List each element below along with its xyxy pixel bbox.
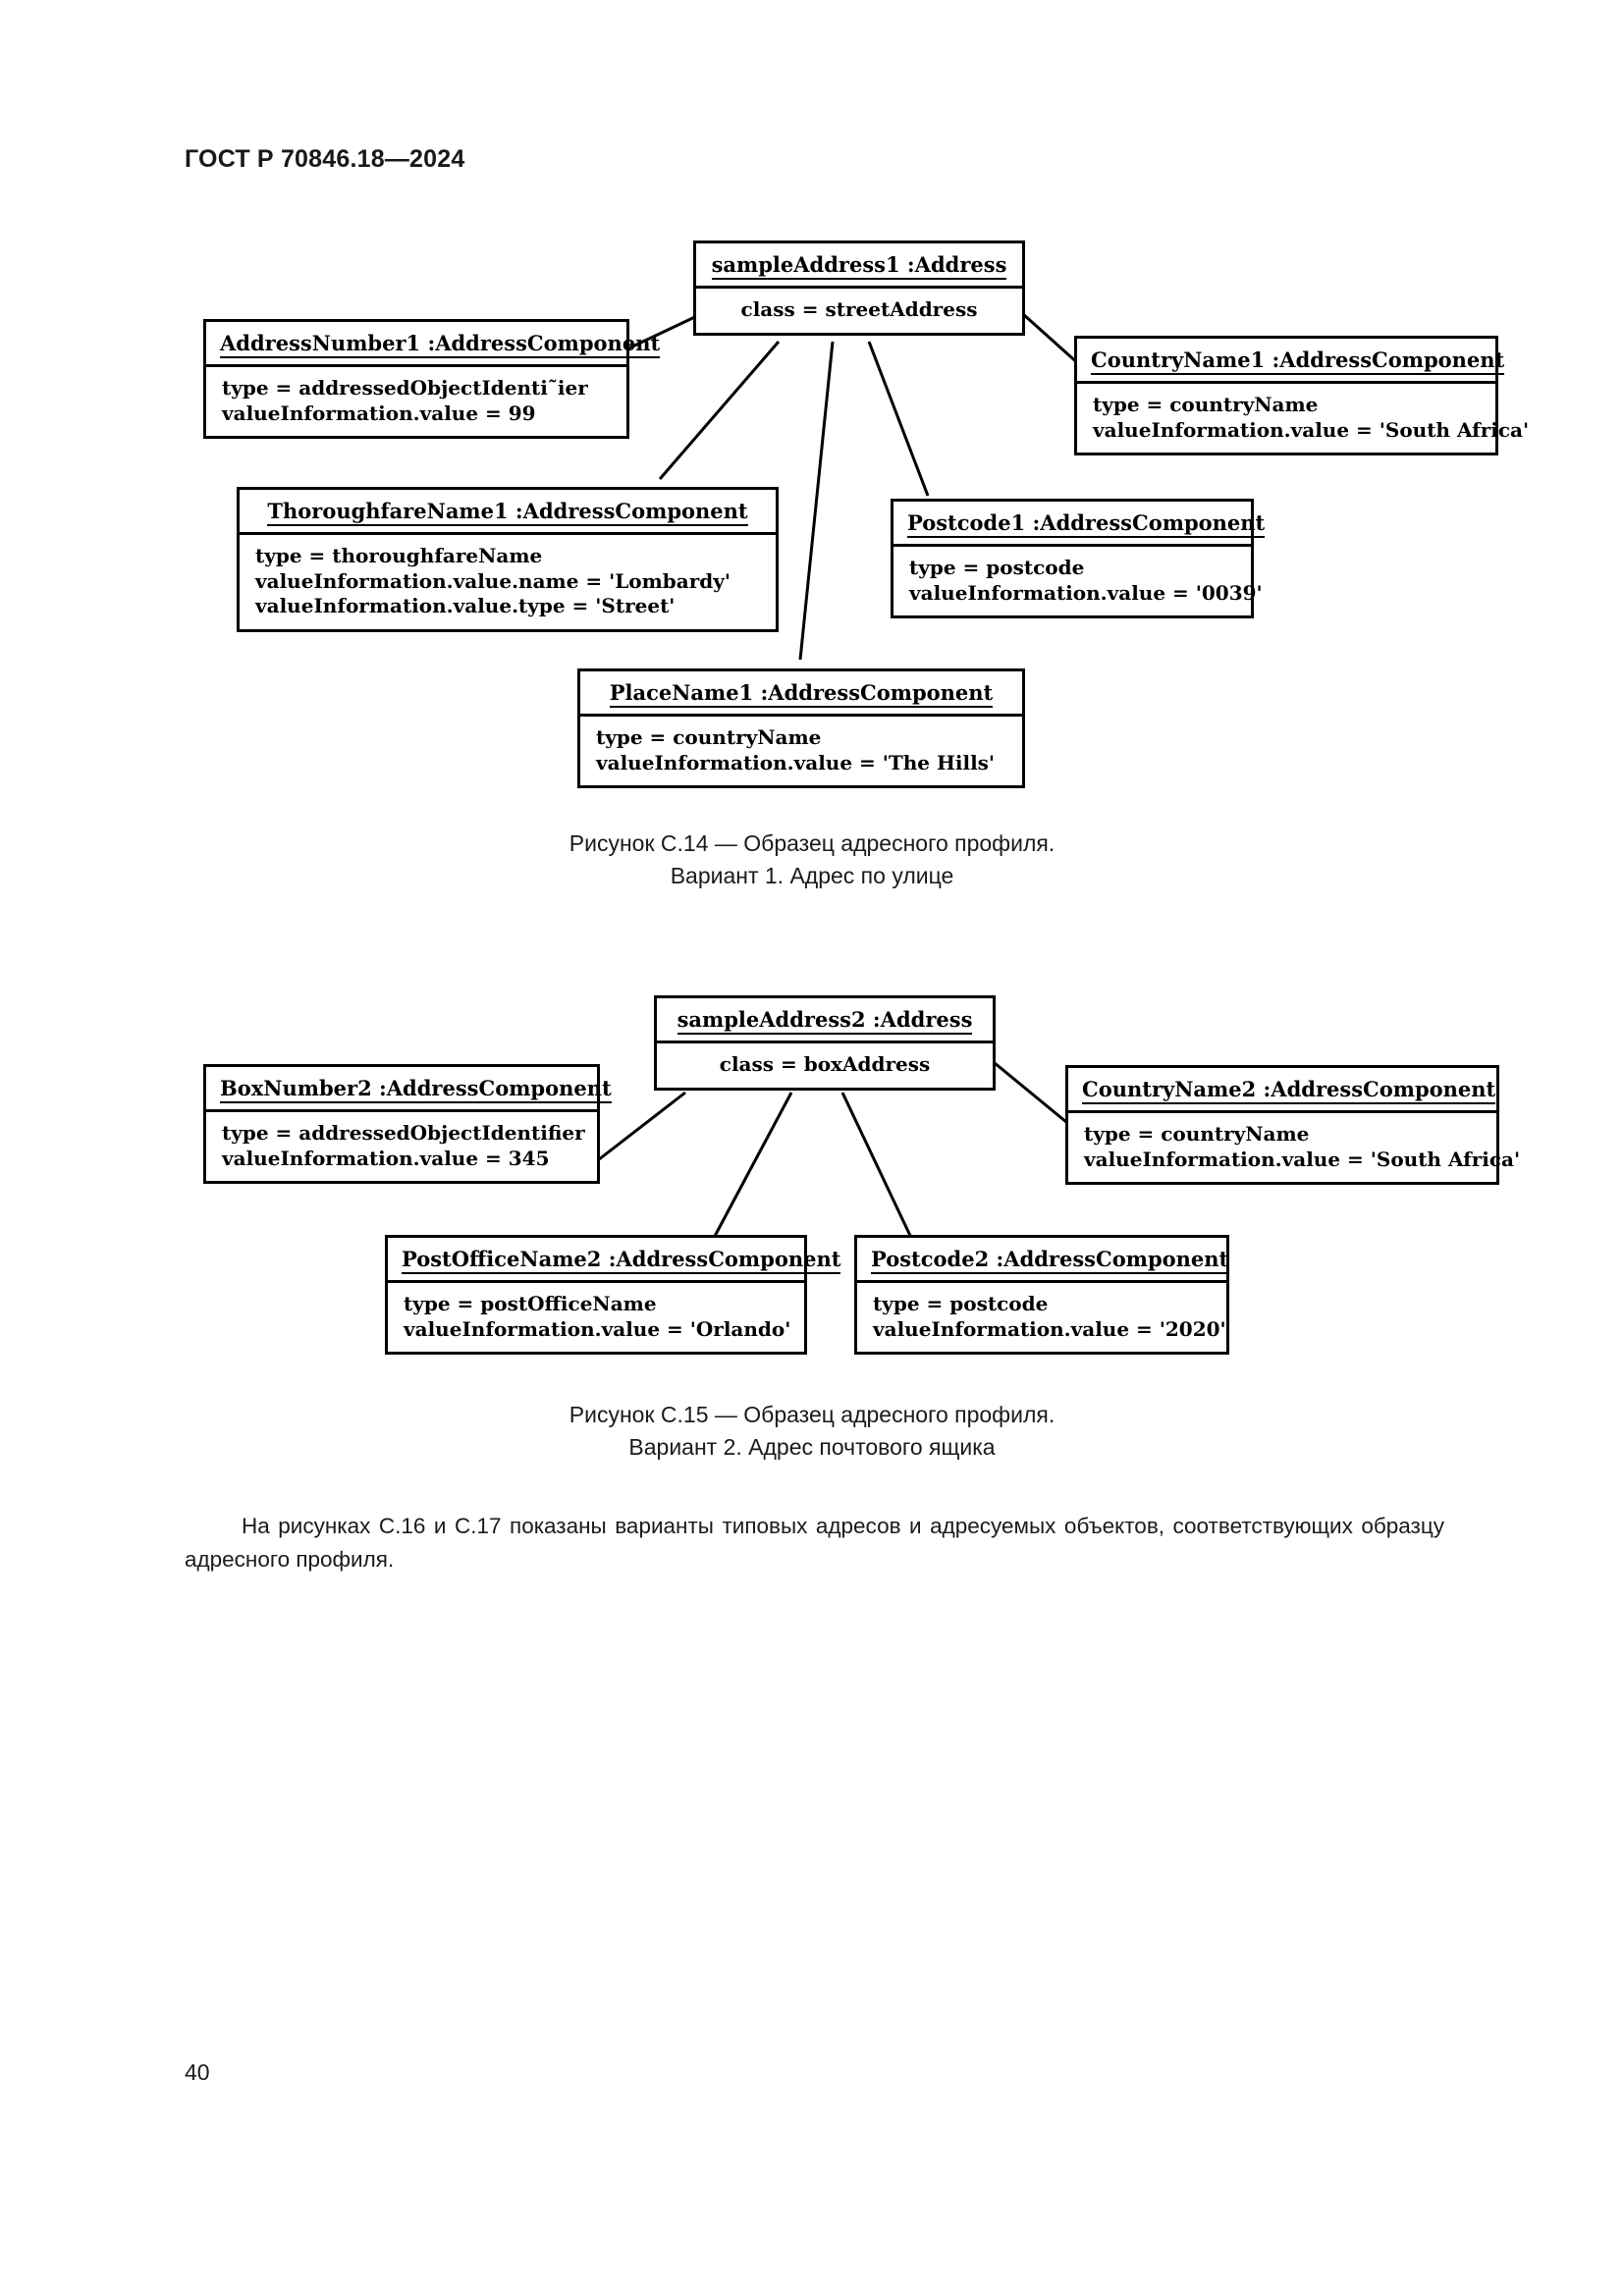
uml-compartment-separator: [206, 364, 626, 368]
uml-object-title: CountryName1 :AddressComponent: [1077, 339, 1505, 381]
uml-object-attributes: class = boxAddress: [719, 1052, 931, 1077]
page-number: 40: [185, 2059, 210, 2085]
uml-object-title: CountryName2 :AddressComponent: [1068, 1068, 1496, 1110]
uml-object-attributes: type = addressedObjectIdentifier valueIn…: [222, 1121, 585, 1170]
uml-compartment-separator: [388, 1280, 804, 1284]
body-paragraph: На рисунках С.16 и С.17 показаны вариант…: [185, 1514, 1444, 1572]
uml-object-attributes: type = countryName valueInformation.valu…: [1084, 1122, 1521, 1171]
uml-object-attributes: type = countryName valueInformation.valu…: [1093, 393, 1530, 442]
uml-object-attributes: type = addressedObjectIdenti˜ier valueIn…: [222, 376, 588, 425]
uml-object-thoroughfare-name-1[interactable]: ThoroughfareName1 :AddressComponent type…: [237, 487, 779, 632]
uml-object-address-number-1[interactable]: AddressNumber1 :AddressComponent type = …: [203, 319, 661, 440]
uml-object-attributes: type = thoroughfareName valueInformation…: [255, 544, 731, 618]
uml-compartment-separator: [240, 532, 776, 536]
figure-caption-line-1: Рисунок С.14 — Образец адресного профиля…: [568, 830, 1056, 856]
uml-object-title: sampleAddress2 :Address: [657, 998, 993, 1041]
uml-object-place-name-1[interactable]: PlaceName1 :AddressComponent type = coun…: [577, 668, 1025, 789]
uml-object-attributes: type = countryName valueInformation.valu…: [596, 725, 996, 774]
uml-compartment-separator: [1077, 381, 1495, 385]
uml-compartment-separator: [206, 1109, 597, 1113]
uml-object-post-office-name-2[interactable]: PostOfficeName2 :AddressComponent type =…: [385, 1235, 841, 1356]
uml-object-root-object[interactable]: sampleAddress1 :Address class = streetAd…: [693, 240, 1025, 336]
uml-object-title: BoxNumber2 :AddressComponent: [206, 1067, 612, 1109]
uml-compartment-separator: [1068, 1110, 1496, 1114]
uml-object-title: PlaceName1 :AddressComponent: [580, 671, 1022, 714]
uml-object-title: PostOfficeName2 :AddressComponent: [388, 1238, 841, 1280]
uml-compartment-separator: [580, 714, 1022, 718]
uml-object-attributes: class = streetAddress: [740, 297, 978, 322]
figure-c15-caption: Рисунок С.15 — Образец адресного профиля…: [0, 1399, 1624, 1465]
uml-object-title: ThoroughfareName1 :AddressComponent: [240, 490, 776, 532]
uml-compartment-separator: [857, 1280, 1226, 1284]
figure-caption-line-1: Рисунок С.15 — Образец адресного профиля…: [568, 1402, 1056, 1427]
figure-c14-caption: Рисунок С.14 — Образец адресного профиля…: [0, 828, 1624, 893]
uml-object-attributes: type = postOfficeName valueInformation.v…: [404, 1292, 791, 1341]
uml-object-box-number-2[interactable]: BoxNumber2 :AddressComponent type = addr…: [203, 1064, 612, 1185]
figure-caption-line-2: Вариант 2. Адрес почтового ящика: [628, 1434, 996, 1461]
uml-object-title: sampleAddress1 :Address: [696, 243, 1022, 286]
uml-object-country-name-1[interactable]: CountryName1 :AddressComponent type = co…: [1074, 336, 1530, 456]
uml-compartment-separator: [657, 1041, 993, 1044]
uml-object-title: Postcode1 :AddressComponent: [893, 502, 1266, 544]
uml-object-title: Postcode2 :AddressComponent: [857, 1238, 1229, 1280]
document-header-standard-number: ГОСТ Р 70846.18—2024: [185, 145, 465, 173]
figure-caption-line-2: Вариант 1. Адрес по улице: [670, 863, 954, 889]
uml-object-title: AddressNumber1 :AddressComponent: [206, 322, 661, 364]
uml-object-postcode-2[interactable]: Postcode2 :AddressComponent type = postc…: [854, 1235, 1229, 1356]
uml-object-root-object[interactable]: sampleAddress2 :Address class = boxAddre…: [654, 995, 996, 1091]
uml-object-postcode-1[interactable]: Postcode1 :AddressComponent type = postc…: [891, 499, 1266, 619]
uml-compartment-separator: [696, 286, 1022, 290]
uml-compartment-separator: [893, 544, 1251, 548]
uml-object-country-name-2[interactable]: CountryName2 :AddressComponent type = co…: [1065, 1065, 1521, 1186]
uml-object-attributes: type = postcode valueInformation.value =…: [873, 1292, 1226, 1341]
uml-object-attributes: type = postcode valueInformation.value =…: [909, 556, 1263, 605]
